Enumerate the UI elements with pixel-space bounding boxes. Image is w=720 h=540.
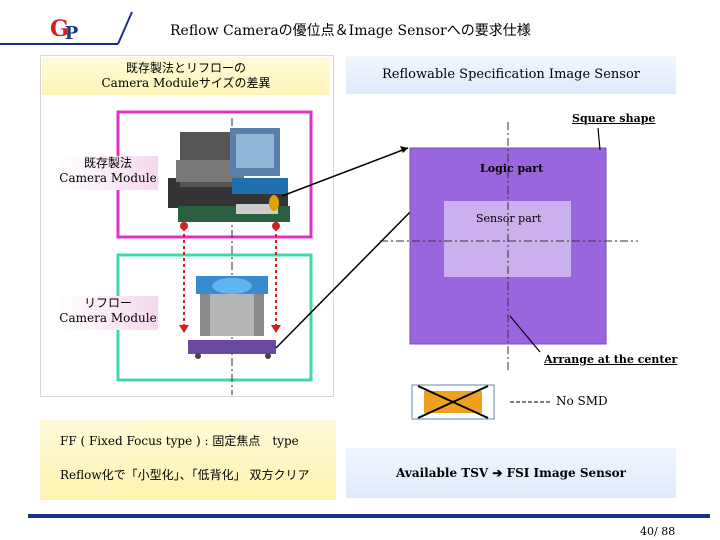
arrange-pointer — [509, 315, 541, 353]
fixed-focus-text: FF ( Fixed Focus type ) : 固定焦点 type — [60, 434, 299, 448]
existing-camera-module — [168, 128, 290, 222]
left-header-line1: 既存製法とリフローの — [125, 61, 246, 75]
arrange-center-label: Arrange at the center — [544, 353, 678, 366]
arrowhead-right — [271, 325, 281, 333]
header-decoration — [0, 11, 133, 45]
right-panel-header: Reflowable Specification Image Sensor — [346, 56, 676, 94]
tsv-fsi-text: Available TSV ➔ FSI Image Sensor — [346, 466, 676, 480]
footer-line — [28, 514, 710, 518]
tsv-suffix: FSI Image Sensor — [502, 466, 626, 480]
reflow-benefit-text: Reflow化で「小型化」、「低背化」 双方クリア — [60, 468, 310, 482]
square-shape-pointer — [597, 127, 601, 151]
reflow-camera-module — [188, 276, 276, 359]
page-number: 40/ 88 — [640, 525, 676, 538]
sensor-part-label: Sensor part — [476, 212, 542, 225]
arrow-icon: ➔ — [492, 466, 503, 480]
gp-logo: GP — [50, 16, 82, 44]
pointer-line-top — [281, 147, 409, 197]
arrowhead-left — [179, 325, 189, 333]
bottom-left-box — [40, 420, 336, 500]
square-shape-label: Square shape — [572, 112, 656, 125]
no-smd-label: No SMD — [556, 394, 608, 408]
reflow-label-line1: リフロー — [83, 296, 132, 310]
pointer-line-bottom — [275, 199, 423, 349]
logo-g: G — [50, 16, 69, 42]
logic-part-label: Logic part — [480, 162, 544, 175]
tsv-prefix: Available TSV — [396, 466, 493, 480]
cross-line-2 — [417, 385, 489, 419]
existing-label-line1: 既存製法 — [83, 156, 132, 170]
existing-module-label: 既存製法 Camera Module — [58, 156, 158, 190]
header-underline-slant — [117, 11, 133, 45]
bottom-right-box — [346, 448, 676, 498]
page-title: Reflow Cameraの優位点＆Image Sensorへの要求仕様 — [170, 23, 531, 39]
left-panel-header: 既存製法とリフローの Camera Moduleサイズの差異 — [42, 57, 330, 95]
existing-label-line2: Camera Module — [59, 171, 157, 185]
logo-p: P — [64, 23, 79, 44]
left-header-line2: Camera Moduleサイズの差異 — [101, 76, 271, 90]
reflow-module-label: リフロー Camera Module — [58, 296, 158, 330]
reflow-label-line2: Camera Module — [59, 311, 157, 325]
